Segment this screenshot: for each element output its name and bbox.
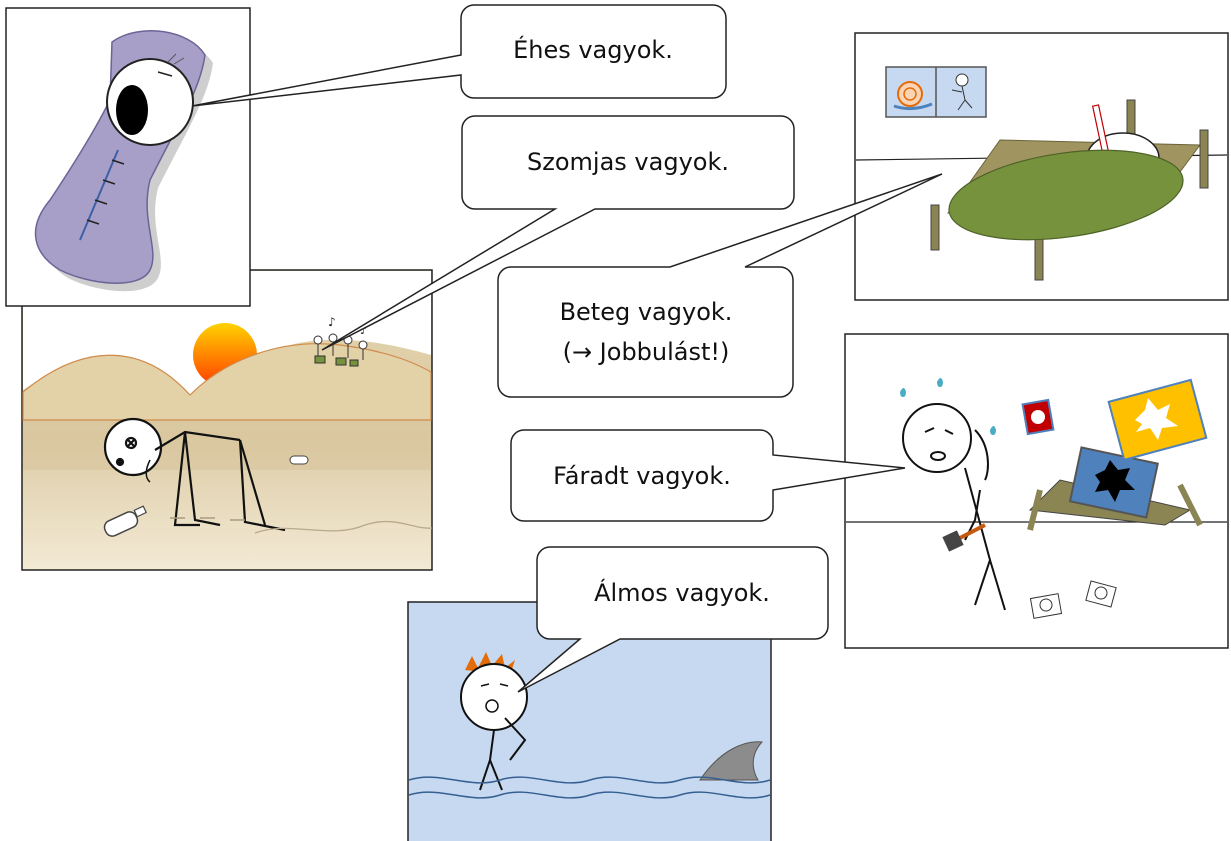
hammer-icon (942, 523, 986, 552)
speech-bubble-hungry: Éhes vagyok. (191, 4, 727, 107)
warning-sign-icon (1021, 378, 1208, 462)
tired-text: Fáradt vagyok. (553, 462, 731, 490)
bed-icon (930, 99, 1209, 281)
broken-computer-icon (1027, 446, 1203, 531)
swimmer-figure-icon (460, 652, 528, 791)
tired-panel (844, 333, 1229, 649)
hungry-face-icon (106, 53, 194, 146)
desert-panel: ♪ ♪ (21, 269, 433, 571)
speech-bubble-tired: Fáradt vagyok. (510, 429, 906, 522)
svg-text:♪: ♪ (328, 315, 336, 329)
sick-bed-panel (854, 32, 1229, 301)
sleepy-text: Álmos vagyok. (594, 578, 770, 607)
sick-text-line2: (→ Jobbulást!) (563, 338, 730, 366)
sweat-drops-icon (900, 378, 996, 435)
waves-icon (408, 776, 771, 799)
hungry-text: Éhes vagyok. (513, 35, 673, 64)
shark-fin-icon (699, 741, 764, 781)
speech-bubble-sleepy: Álmos vagyok. (517, 546, 829, 693)
speech-bubble-thirsty: Szomjas vagyok. (321, 115, 795, 351)
window-icon (885, 66, 987, 118)
empty-bottle-icon (103, 505, 148, 537)
crawling-figure-icon (103, 417, 286, 532)
svg-text:♪: ♪ (360, 324, 367, 337)
thirsty-text: Szomjas vagyok. (527, 148, 729, 176)
sick-text-line1: Beteg vagyok. (560, 298, 733, 326)
sleeping-bag-panel (5, 7, 251, 307)
paper-drawings-icon (1029, 580, 1117, 619)
speech-bubble-sick: Beteg vagyok. (→ Jobbulást!) (497, 173, 943, 398)
